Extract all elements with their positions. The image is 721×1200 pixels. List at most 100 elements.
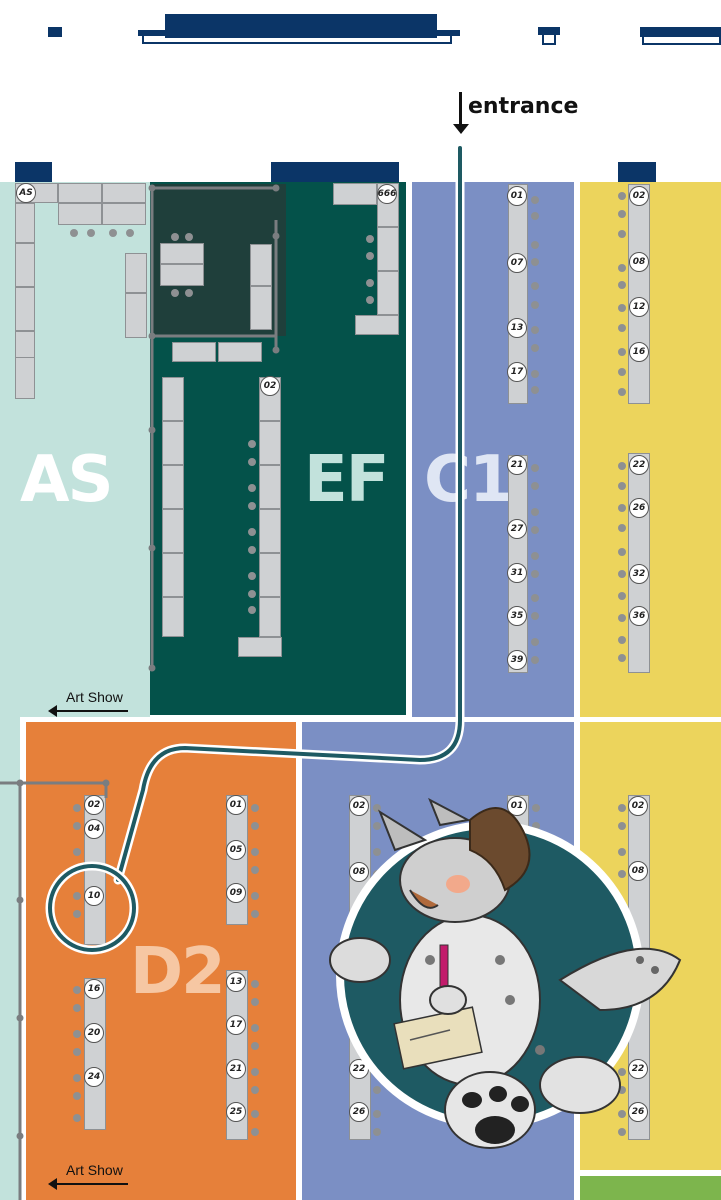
table-number-badge: 25 (226, 1102, 246, 1122)
table-number-badge: 09 (226, 883, 246, 903)
zone-label-ef: EF (304, 443, 389, 517)
top-wall-right-marker (538, 27, 560, 35)
ef-table (355, 315, 399, 335)
table-number-badge: 02 (629, 186, 649, 206)
route-path (45, 143, 465, 955)
table-number-badge: 26 (349, 1102, 369, 1122)
top-wall-left-marker (48, 27, 62, 37)
entrance-arrow-shaft (459, 92, 462, 126)
d2-table (226, 970, 248, 1140)
table-number-badge: 01 (507, 186, 527, 206)
table-number-badge: 31 (507, 563, 527, 583)
table-number-badge: 17 (226, 1015, 246, 1035)
art-show-arrowhead-top (48, 705, 57, 717)
zone-d2 (26, 722, 296, 1200)
ef-table (259, 597, 281, 637)
ef-table (333, 183, 377, 205)
door-marker-yellow (618, 162, 656, 182)
table-number-badge: 39 (507, 650, 527, 670)
ef-table (377, 227, 399, 271)
mascot-illustration (329, 797, 682, 1149)
as-table (15, 243, 35, 287)
as-table (15, 287, 35, 331)
table-number-badge: 36 (629, 606, 649, 626)
top-wall-center-underbar (138, 30, 460, 36)
as-table (58, 203, 102, 225)
table-number-badge: 16 (84, 979, 104, 999)
art-show-arrow-bottom (56, 1183, 128, 1185)
chair (70, 229, 78, 237)
ef-table (259, 553, 281, 597)
table-number-badge: 22 (628, 1059, 648, 1079)
table-number-badge: 26 (629, 498, 649, 518)
table-number-badge: 35 (507, 606, 527, 626)
top-wall-far-right-bar (640, 27, 721, 37)
zone-as-lower-strip (0, 717, 20, 1200)
zone-yellow-top (580, 182, 721, 717)
c1-table (508, 184, 528, 404)
table-number-badge: 08 (629, 252, 649, 272)
table-number-badge: 26 (628, 1102, 648, 1122)
door-marker-as (15, 162, 52, 182)
table-number-badge: 01 (226, 795, 246, 815)
table-number-badge: AS (16, 183, 36, 203)
table-number-badge: 02 (628, 796, 648, 816)
table-number-badge: 04 (84, 819, 104, 839)
ef-table (160, 264, 204, 286)
art-show-label-top: Art Show (66, 689, 123, 705)
ef-table (377, 271, 399, 315)
top-wall-right-marker-outline (542, 35, 556, 45)
chair (126, 229, 134, 237)
table-number-badge: 07 (507, 253, 527, 273)
top-wall-far-right-outline (642, 37, 721, 45)
chair (87, 229, 95, 237)
ef-table (259, 509, 281, 553)
ef-table (259, 421, 281, 465)
as-table (125, 293, 147, 338)
table-number-badge: 05 (226, 840, 246, 860)
table-number-badge: 10 (84, 886, 104, 906)
zone-c1 (412, 182, 574, 717)
table-number-badge: 21 (226, 1059, 246, 1079)
table-number-badge: 20 (84, 1023, 104, 1043)
table-number-badge: 666 (377, 184, 397, 204)
entrance-label: entrance (468, 94, 579, 119)
table-number-badge: 08 (628, 861, 648, 881)
ef-table (250, 244, 272, 286)
ef-table (162, 509, 184, 553)
entrance-arrow-head (453, 124, 469, 134)
ef-table (162, 377, 184, 421)
as-table (125, 253, 147, 293)
table-number-badge: 02 (260, 376, 280, 396)
ef-table (162, 553, 184, 597)
zone-label-c1: C1 (424, 443, 513, 517)
table-number-badge: 22 (629, 455, 649, 475)
as-table (102, 203, 146, 225)
zone-green-strip (580, 1176, 721, 1200)
table-number-badge: 02 (84, 795, 104, 815)
table-number-badge: 13 (507, 318, 527, 338)
table-number-badge: 01 (507, 796, 527, 816)
ef-table (250, 286, 272, 330)
table-number-badge: 17 (507, 362, 527, 382)
table-number-badge: 16 (629, 342, 649, 362)
ef-table (162, 421, 184, 465)
table-number-badge: 13 (226, 972, 246, 992)
as-table (58, 183, 102, 203)
as-table (15, 203, 35, 243)
d2-table (84, 978, 106, 1130)
table-number-badge: 21 (507, 455, 527, 475)
ef-table (259, 465, 281, 509)
table-number-badge: 32 (629, 564, 649, 584)
as-table (102, 183, 146, 203)
ef-table (238, 637, 282, 657)
table-number-badge: 27 (507, 519, 527, 539)
art-show-label-bottom: Art Show (66, 1162, 123, 1178)
ef-table (160, 243, 204, 264)
chairs (73, 192, 626, 1136)
zone-label-as: AS (20, 443, 114, 517)
ef-table (162, 597, 184, 637)
rail-posts (16, 184, 280, 1140)
ef-table (172, 342, 216, 362)
